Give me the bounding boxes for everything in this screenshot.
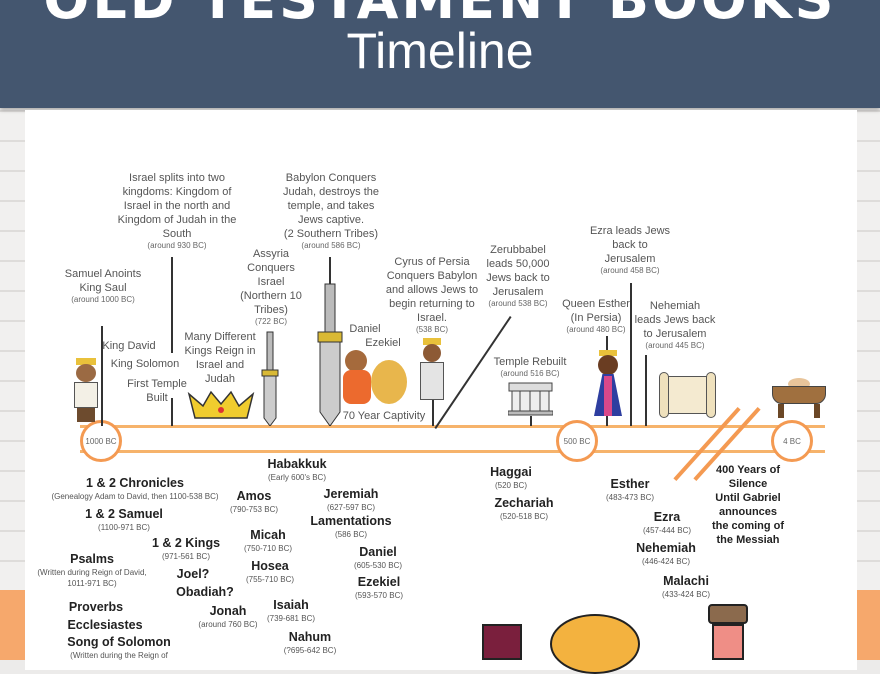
timeline-line-bottom	[80, 450, 825, 453]
manger-illustration	[772, 378, 826, 418]
temple-illustration	[507, 382, 554, 416]
page-subtitle: Timeline	[346, 23, 534, 79]
marker-1000bc: 1000 BC	[80, 420, 122, 462]
marker-500bc: 500 BC	[556, 420, 598, 462]
book-haggai: Haggai(520 BC)	[490, 465, 532, 490]
event-king-david: King David	[102, 340, 156, 352]
event-king-solomon: King Solomon	[110, 358, 180, 370]
daniel-lion-illustration	[343, 350, 409, 406]
book-obadiah: Obadiah?	[176, 585, 234, 599]
event-ezekiel: Ezekiel	[365, 337, 401, 349]
event-70-year-captivity: 70 Year Captivity	[342, 410, 426, 422]
sword-illustration	[316, 280, 344, 427]
connector-line	[530, 416, 532, 426]
marker-4bc: 4 BC	[771, 420, 813, 462]
book-ecclesiastes: Ecclesiastes	[67, 618, 143, 632]
queen-esther-illustration	[591, 350, 625, 416]
timeline-line-top	[80, 425, 825, 428]
book-hosea: Hosea(755-710 BC)	[245, 559, 295, 584]
book-ezekiel: Ezekiel(593-570 BC)	[354, 575, 404, 600]
girl-reading-illustration	[480, 604, 810, 674]
event-daniel: Daniel	[349, 323, 381, 335]
header-banner: OLD TESTAMENT BOOKS Timeline	[0, 0, 880, 108]
book-malachi: Malachi(433-424 BC)	[661, 574, 711, 599]
connector-line	[432, 398, 434, 426]
event-queen-esther: Queen Esther(In Persia)(around 480 BC)	[562, 298, 630, 334]
connector-line	[171, 398, 173, 426]
book-song-of-solomon: Song of Solomon(Written during the Reign…	[67, 635, 171, 660]
book-kings: 1 & 2 Kings(971-561 BC)	[151, 536, 221, 561]
book-zechariah: Zechariah(520-518 BC)	[494, 496, 554, 521]
book-samuel: 1 & 2 Samuel(1100-971 BC)	[85, 507, 163, 532]
book-nahum: Nahum(?695-642 BC)	[283, 630, 337, 655]
scroll-illustration	[659, 372, 716, 418]
book-amos: Amos(790-753 BC)	[229, 489, 279, 514]
crown-illustration	[187, 390, 255, 420]
book-jonah: Jonah(around 760 BC)	[198, 604, 258, 629]
connector-line	[171, 257, 173, 353]
book-lamentations: Lamentations(586 BC)	[310, 514, 392, 539]
book-isaiah: Isaiah(739-681 BC)	[266, 598, 316, 623]
book-nehemiah: Nehemiah(446-424 BC)	[636, 541, 696, 566]
connector-line	[645, 355, 647, 426]
book-psalms: Psalms(Written during Reign of David, 10…	[37, 552, 147, 588]
page-title: OLD TESTAMENT BOOKS	[0, 0, 880, 31]
book-micah: Micah(750-710 BC)	[243, 528, 293, 553]
book-habakkuk: Habakkuk(Early 600's BC)	[267, 457, 327, 482]
book-daniel: Daniel(605-530 BC)	[353, 545, 403, 570]
king-saul-illustration	[72, 358, 100, 422]
book-ezra: Ezra(457-444 BC)	[642, 510, 692, 535]
connector-line	[101, 326, 103, 426]
book-chronicles: 1 & 2 Chronicles(Genealogy Adam to David…	[51, 476, 219, 501]
sword-illustration	[261, 330, 279, 427]
book-esther: Esther(483-473 BC)	[605, 477, 655, 502]
king-cyrus-illustration	[418, 338, 446, 400]
book-jeremiah: Jeremiah(627-597 BC)	[323, 487, 379, 512]
connector-line	[630, 283, 632, 426]
event-temple-rebuilt: Temple Rebuilt(around 516 BC)	[493, 356, 567, 378]
book-joel: Joel?	[176, 567, 210, 581]
book-proverbs: Proverbs	[68, 600, 124, 614]
